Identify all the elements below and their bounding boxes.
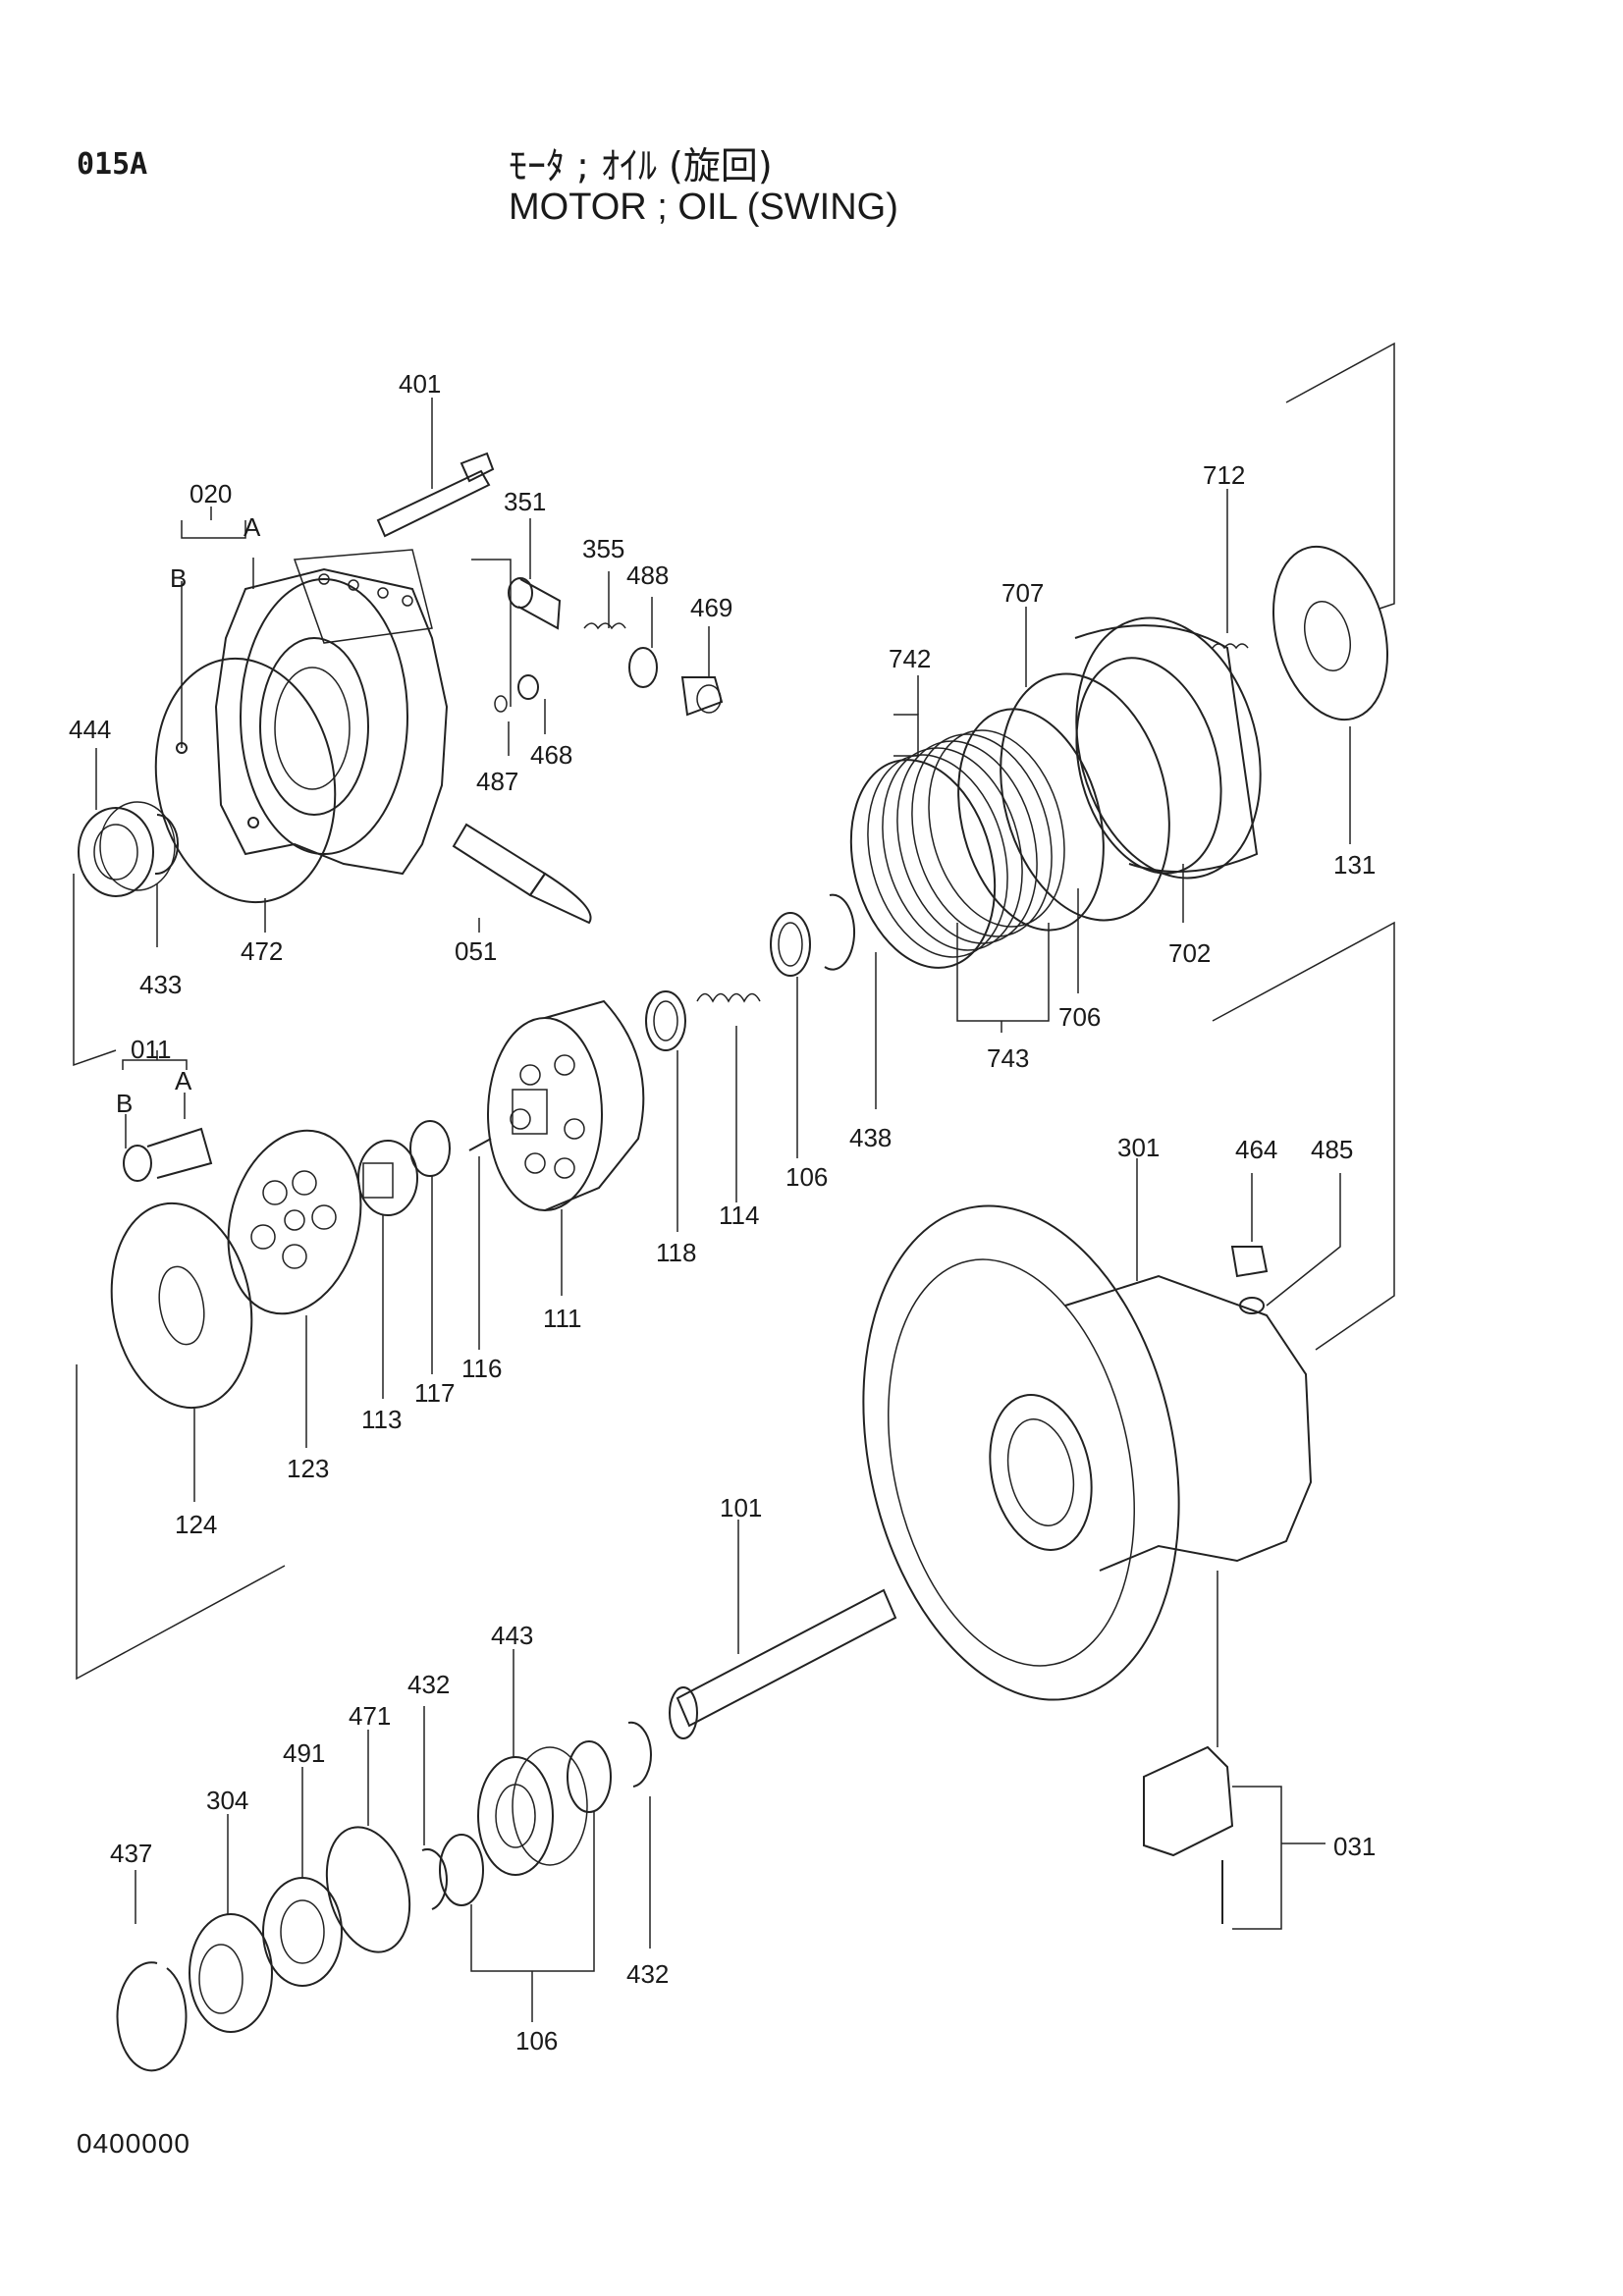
callout-444: 444 bbox=[69, 715, 111, 744]
callout-113: 113 bbox=[361, 1405, 402, 1434]
callout-491: 491 bbox=[283, 1738, 325, 1768]
callout-301: 301 bbox=[1117, 1133, 1160, 1162]
callout-106-lower: 106 bbox=[515, 2026, 558, 2056]
document-number: 0400000 bbox=[77, 2128, 191, 2159]
callout-438: 438 bbox=[849, 1123, 892, 1152]
callout-707: 707 bbox=[1001, 578, 1044, 608]
callout-111: 111 bbox=[543, 1304, 582, 1333]
callout-469: 469 bbox=[690, 593, 732, 622]
callout-712: 712 bbox=[1203, 460, 1245, 490]
callout-472: 472 bbox=[241, 936, 283, 966]
callout-123: 123 bbox=[287, 1454, 329, 1483]
callout-011: 011 bbox=[131, 1035, 171, 1064]
callout-487: 487 bbox=[476, 767, 518, 796]
callout-B-lower: B bbox=[116, 1089, 133, 1118]
callout-051: 051 bbox=[455, 936, 497, 966]
callout-A-upper: A bbox=[243, 512, 261, 542]
callout-471: 471 bbox=[349, 1701, 391, 1731]
callout-437: 437 bbox=[110, 1839, 152, 1868]
callout-020: 020 bbox=[189, 479, 232, 508]
callout-117: 117 bbox=[414, 1378, 455, 1408]
callout-114: 114 bbox=[719, 1201, 759, 1230]
brake-housing-assembly bbox=[770, 342, 1395, 1351]
callout-labels: 401 351 355 488 469 020 A B 444 433 472 … bbox=[69, 369, 1376, 2056]
callout-A-lower: A bbox=[175, 1066, 192, 1095]
callout-304: 304 bbox=[206, 1786, 248, 1815]
callout-355: 355 bbox=[582, 534, 624, 563]
callout-118: 118 bbox=[656, 1238, 696, 1267]
callout-031: 031 bbox=[1333, 1832, 1376, 1861]
rotary-group bbox=[73, 874, 798, 1681]
callout-124: 124 bbox=[175, 1510, 217, 1539]
callout-488: 488 bbox=[626, 561, 669, 590]
callout-443: 443 bbox=[491, 1621, 533, 1650]
callout-743: 743 bbox=[987, 1043, 1029, 1073]
callout-432-lower: 432 bbox=[626, 1959, 669, 1989]
callout-464: 464 bbox=[1235, 1135, 1277, 1164]
callout-432-upper: 432 bbox=[407, 1670, 450, 1699]
page-code: 015A bbox=[77, 147, 148, 182]
title-english: MOTOR ; OIL (SWING) bbox=[509, 187, 898, 228]
callout-131: 131 bbox=[1333, 850, 1376, 880]
callout-485: 485 bbox=[1311, 1135, 1353, 1164]
callout-468: 468 bbox=[530, 740, 572, 770]
callout-433: 433 bbox=[139, 970, 182, 999]
callout-706: 706 bbox=[1058, 1002, 1101, 1032]
callout-401: 401 bbox=[399, 369, 441, 399]
casing-assembly bbox=[862, 1158, 1341, 1930]
callout-702: 702 bbox=[1168, 938, 1211, 968]
callout-116: 116 bbox=[461, 1354, 502, 1383]
shaft-bearing-assembly bbox=[116, 1520, 897, 2072]
callout-742: 742 bbox=[889, 644, 931, 673]
callout-351: 351 bbox=[504, 487, 546, 516]
title-japanese: ﾓｰﾀ ; ｵｲﾙ (旋回) bbox=[509, 144, 773, 187]
valve-cover-assembly bbox=[78, 398, 724, 947]
callout-106-upper: 106 bbox=[785, 1162, 828, 1192]
callout-101: 101 bbox=[720, 1493, 762, 1522]
callout-B-upper: B bbox=[170, 563, 187, 593]
